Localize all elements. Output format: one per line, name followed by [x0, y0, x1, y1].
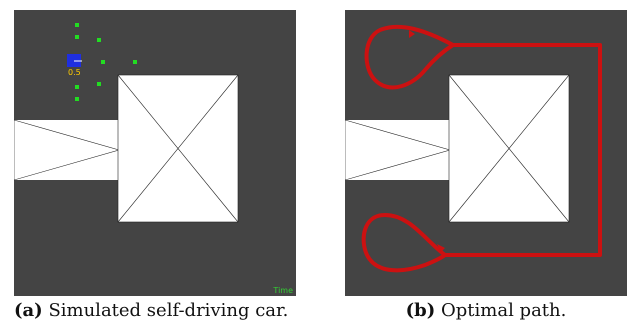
simulation-view[interactable]: 0.5 Time	[14, 10, 296, 296]
simulation-canvas	[14, 23, 239, 223]
optimal-path	[361, 24, 602, 273]
box-diagonal-2	[117, 74, 239, 223]
caption-tag: (b)	[405, 300, 436, 321]
left-wedge-line	[345, 119, 452, 181]
sensor-point	[75, 85, 79, 89]
sensor-points	[75, 23, 137, 101]
caption-tag: (a)	[14, 300, 43, 321]
caption-b: (b) Optimal path.	[345, 300, 627, 322]
caption-text: Simulated self-driving car.	[48, 300, 289, 321]
sensor-point	[133, 60, 137, 64]
speed-readout: 0.5	[68, 68, 81, 77]
sensor-point	[75, 97, 79, 101]
sensor-point	[97, 82, 101, 86]
path-arrowhead	[437, 244, 445, 252]
optimal-path-view	[345, 10, 627, 296]
caption-text: Optimal path.	[441, 300, 567, 321]
time-readout: Time	[273, 286, 293, 295]
sensor-point	[75, 35, 79, 39]
path-canvas	[345, 24, 602, 273]
box-diagonal-2	[448, 74, 570, 223]
sensor-point	[101, 60, 105, 64]
left-wedge-line	[14, 119, 121, 181]
caption-a: (a) Simulated self-driving car.	[14, 300, 314, 322]
sensor-point	[75, 23, 79, 27]
sensor-point	[97, 38, 101, 42]
path-arrowhead	[409, 30, 415, 38]
